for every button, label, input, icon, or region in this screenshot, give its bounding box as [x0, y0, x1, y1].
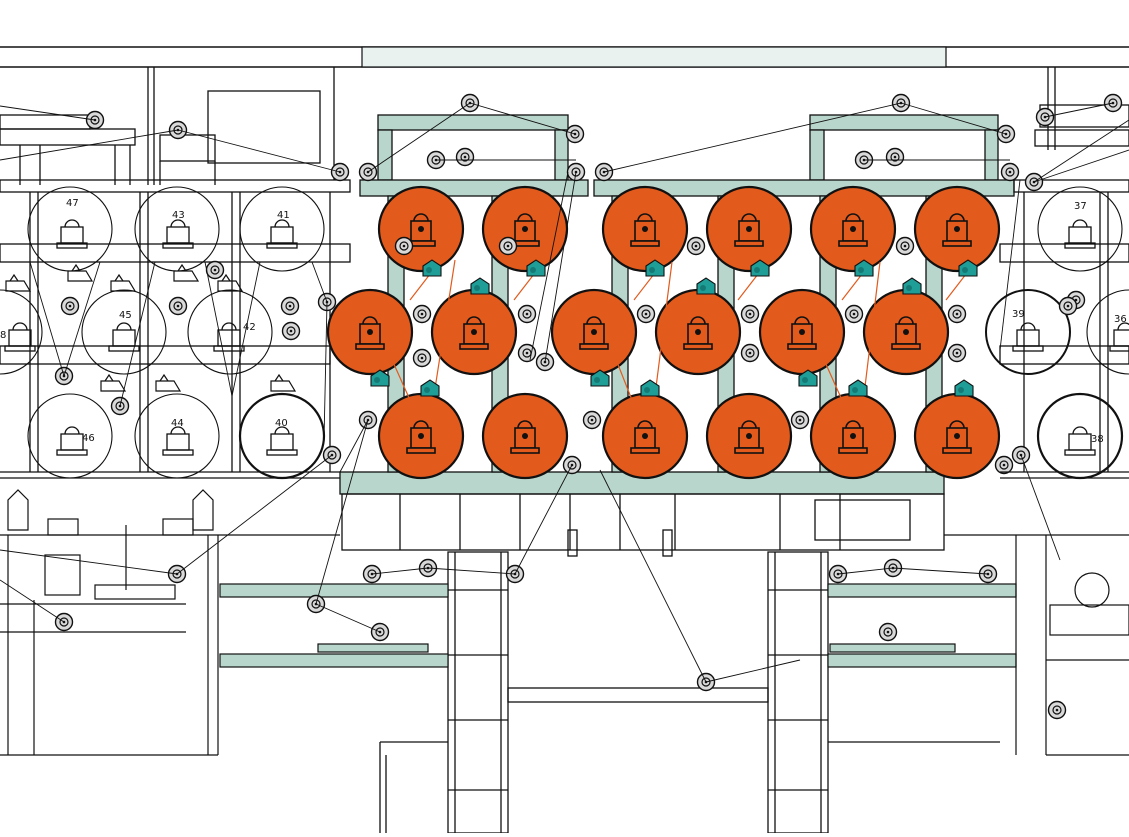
cylinder-label-44: 44 — [171, 418, 184, 429]
right-guide-rollers — [1011, 93, 1123, 465]
left-cylinder-labels: 47 43 41 45 8 42 46 44 40 — [0, 198, 290, 444]
left-cylinder-pedestals — [4, 219, 298, 456]
cylinder-label-46: 46 — [82, 433, 95, 444]
cylinder-label-43: 43 — [172, 210, 185, 221]
right-cylinders — [985, 186, 1129, 480]
left-lower-frame — [0, 489, 340, 756]
right-lower-frame — [944, 534, 1129, 756]
cylinder-label-47: 47 — [66, 198, 79, 209]
right-dryer-frame — [999, 104, 1129, 479]
cylinder-label-41: 41 — [277, 210, 290, 221]
right-cylinder-pedestals — [1012, 219, 1129, 456]
cylinder-label-45: 45 — [119, 310, 132, 321]
top-beam — [0, 46, 1129, 185]
center-felt-lines — [339, 102, 1010, 473]
cylinder-label-38: 38 — [1091, 434, 1104, 445]
lower-decks — [219, 583, 1017, 668]
center-base-frame — [341, 493, 1000, 834]
right-felt-lines — [999, 102, 1129, 561]
cylinder-label-37: 37 — [1074, 201, 1087, 212]
lower-guide-rollers — [54, 558, 1067, 720]
cylinder-label-40: 40 — [275, 418, 288, 429]
cylinder-label-8: 8 — [0, 330, 6, 341]
left-guide-rollers — [54, 110, 350, 465]
cylinder-label-42: 42 — [243, 322, 256, 333]
cylinder-label-39: 39 — [1012, 309, 1025, 320]
orange-belts — [392, 255, 981, 401]
left-felt-lines — [0, 105, 341, 441]
cylinder-label-36: 36 — [1114, 314, 1127, 325]
right-cylinder-labels: 37 39 36 38 — [1012, 201, 1127, 445]
lower-felt-lines — [0, 419, 989, 683]
